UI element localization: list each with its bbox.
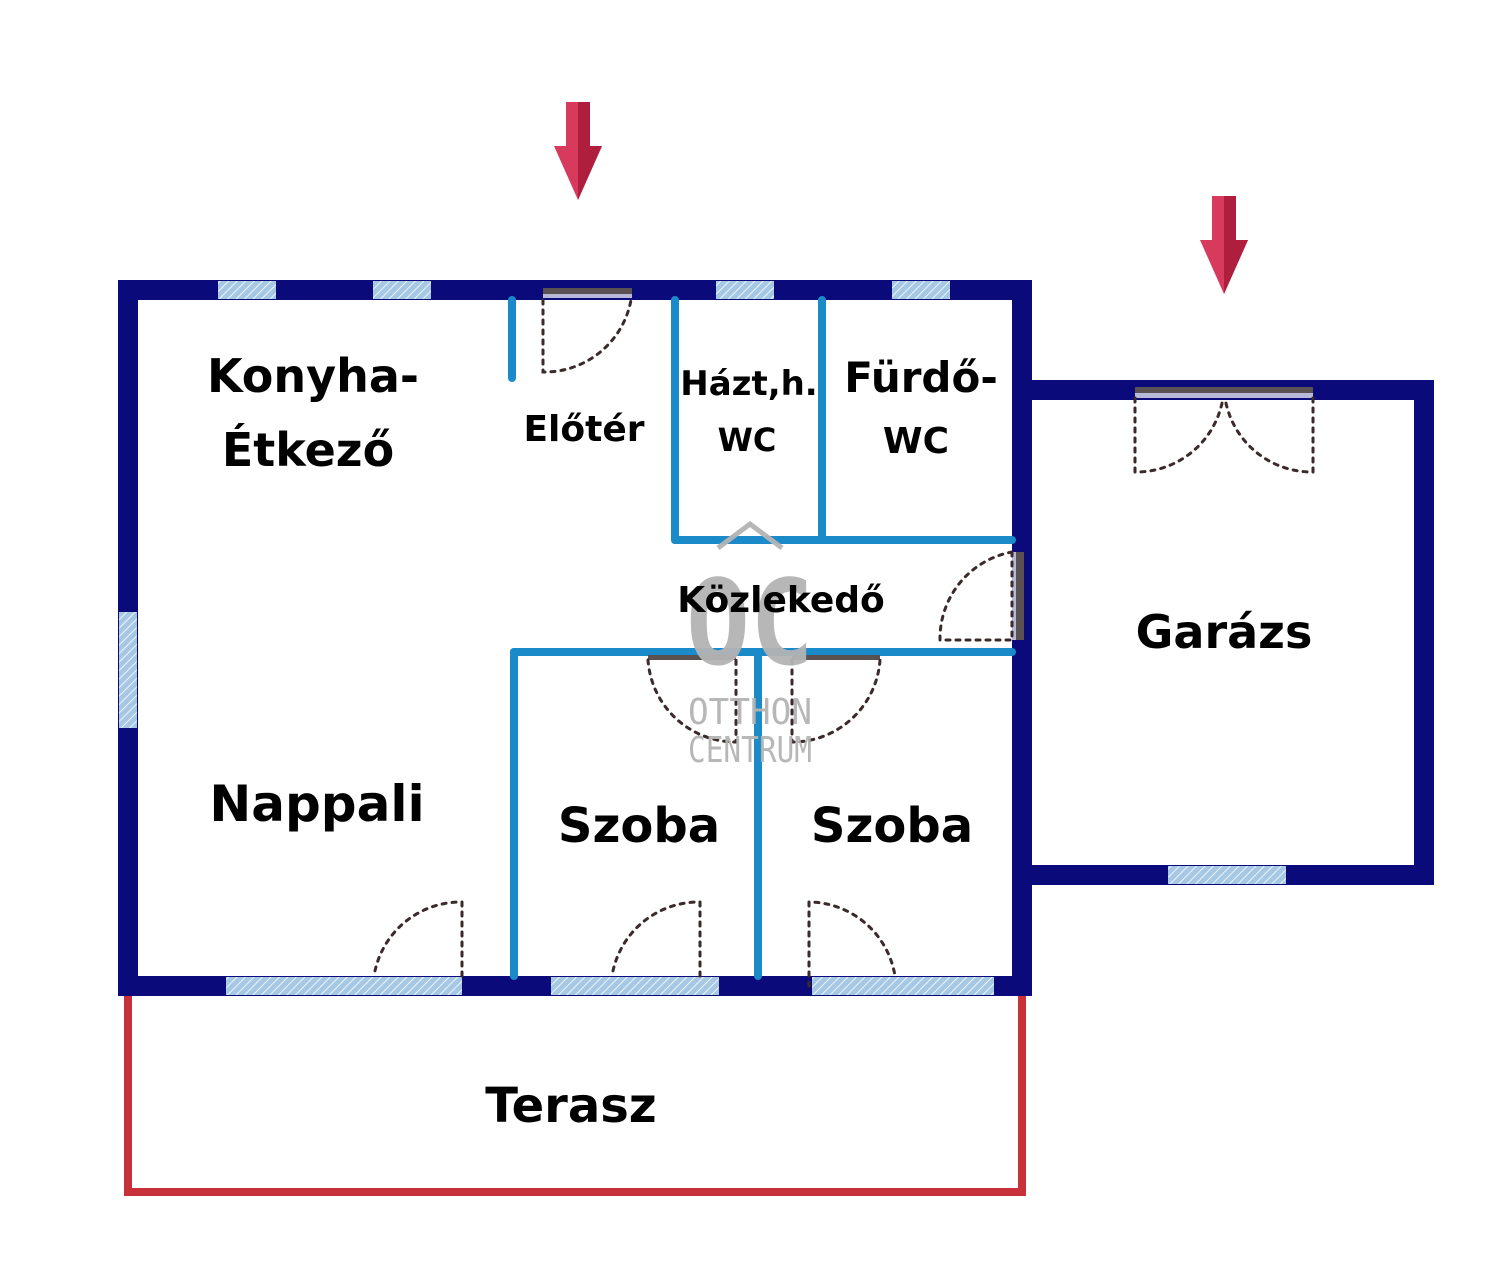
- room-label-bathroom-line1: Fürdő-: [844, 353, 998, 402]
- room-label-bedroom-1: Szoba: [558, 798, 720, 854]
- room-label-entrance-hall: Előtér: [523, 409, 644, 450]
- room-label-kitchen-line1: Konyha-: [207, 349, 419, 403]
- door-swings: [372, 298, 1315, 988]
- watermark-line1: OTTHON: [688, 692, 812, 733]
- watermark-line2: CENTRUM: [688, 730, 812, 771]
- room-label-utility-line1: Házt,h.: [680, 364, 817, 404]
- room-label-bedroom-2: Szoba: [811, 798, 973, 854]
- windows: [119, 281, 1286, 995]
- watermark-logo: OC OTTHON CENTRUM: [686, 520, 814, 771]
- room-label-kitchen-line2: Étkező: [222, 423, 394, 477]
- terrace-outline: [124, 988, 1026, 1196]
- door-frames: [543, 288, 1313, 660]
- room-label-living-room: Nappali: [209, 775, 424, 833]
- down-arrow-icon: [554, 102, 602, 200]
- room-label-utility-line2: WC: [718, 421, 777, 459]
- down-arrow-icon: [1200, 196, 1248, 294]
- room-label-garage: Garázs: [1136, 605, 1313, 659]
- room-label-terrace: Terasz: [485, 1078, 657, 1134]
- room-label-bathroom-line2: WC: [883, 421, 949, 462]
- room-label-corridor: Közlekedő: [677, 580, 885, 621]
- watermark-logo-letters: OC: [686, 554, 814, 692]
